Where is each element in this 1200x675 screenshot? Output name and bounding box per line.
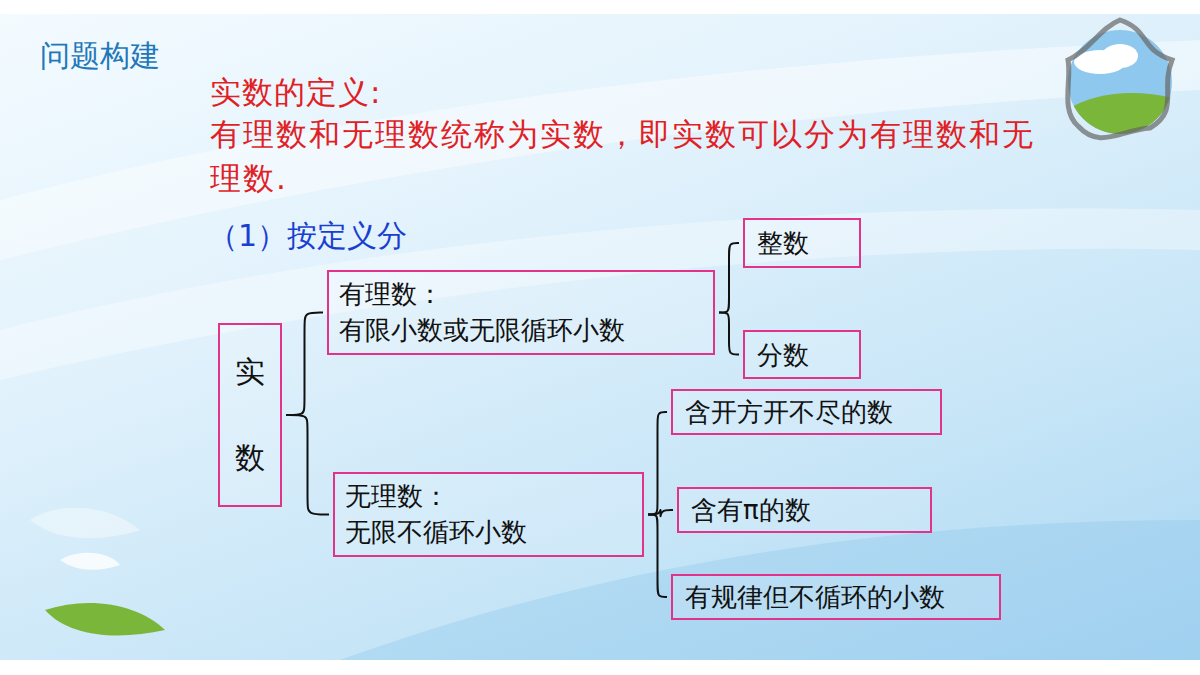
leaf-box: 分数	[743, 330, 861, 379]
brace-connector	[648, 412, 667, 515]
brace-connector	[719, 313, 739, 355]
box-heading: 有理数：	[339, 276, 703, 312]
box-text: 整数	[757, 225, 809, 261]
box-text: 有规律但不循环的小数	[685, 579, 945, 615]
definition-text: 有理数和无理数统称为实数，即实数可以分为有理数和无理数.	[210, 112, 1046, 200]
section-heading: （1）按定义分	[208, 214, 407, 258]
box-body: 有限小数或无限循环小数	[339, 312, 703, 348]
definition-heading: 实数的定义:	[210, 70, 381, 114]
box-heading: 无理数：	[345, 478, 632, 514]
corner-picture	[1060, 20, 1180, 140]
box-body: 无限不循环小数	[345, 514, 632, 550]
brace-connector	[286, 415, 329, 515]
category-box: 实数	[218, 323, 282, 507]
light-swoosh	[0, 209, 1200, 381]
class-box: 无理数：无限不循环小数	[333, 472, 644, 557]
leaf-box: 含有π的数	[677, 487, 932, 533]
leaf-box: 整数	[743, 218, 861, 268]
brace-connector	[648, 515, 667, 598]
leaf-box: 含开方开不尽的数	[671, 389, 942, 435]
leaf-box: 有规律但不循环的小数	[671, 574, 1001, 620]
corner-leaf	[30, 508, 165, 636]
class-box: 有理数：有限小数或无限循环小数	[327, 270, 715, 355]
box-text: 含有π的数	[691, 492, 811, 528]
box-text: 分数	[757, 337, 809, 373]
box-text: 实数	[235, 329, 265, 501]
brace-connector	[286, 313, 323, 416]
box-text: 含开方开不尽的数	[685, 394, 893, 430]
brace-connector	[719, 243, 739, 313]
slide-title: 问题构建	[40, 36, 160, 77]
top-border	[0, 0, 1200, 14]
bottom-border	[0, 660, 1200, 675]
